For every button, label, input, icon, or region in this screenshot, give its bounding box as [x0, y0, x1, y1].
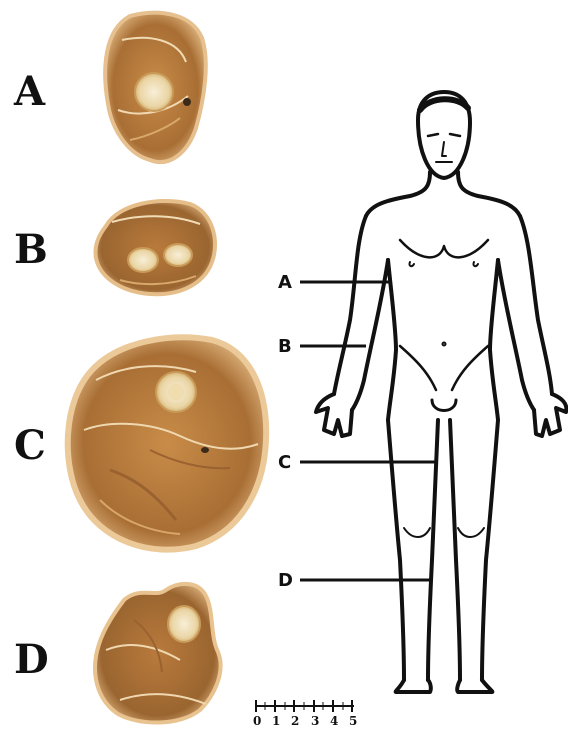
cross-section-c	[68, 337, 266, 549]
callout-label-c: C	[278, 454, 291, 472]
scale-tick-4: 4	[330, 714, 338, 728]
scale-tick-5: 5	[349, 714, 357, 728]
section-label-b: B	[14, 230, 48, 270]
scale-tick-2: 2	[291, 714, 299, 728]
scale-tick-0: 0	[253, 714, 261, 728]
section-label-c: C	[14, 426, 46, 466]
cross-section-a	[105, 13, 206, 162]
scale-bar	[256, 700, 354, 712]
section-label-d: D	[14, 640, 49, 680]
scale-numbers: 0 1 2 3 4 5	[250, 714, 360, 730]
scale-tick-1: 1	[272, 714, 280, 728]
human-body-outline	[316, 92, 566, 692]
cross-section-b	[95, 201, 215, 294]
cross-section-d	[95, 584, 221, 723]
callout-lines	[300, 282, 436, 580]
callout-label-b: B	[278, 338, 292, 356]
callout-label-d: D	[278, 572, 293, 590]
callout-label-a: A	[278, 274, 292, 292]
scale-tick-3: 3	[311, 714, 319, 728]
section-label-a: A	[14, 72, 45, 112]
